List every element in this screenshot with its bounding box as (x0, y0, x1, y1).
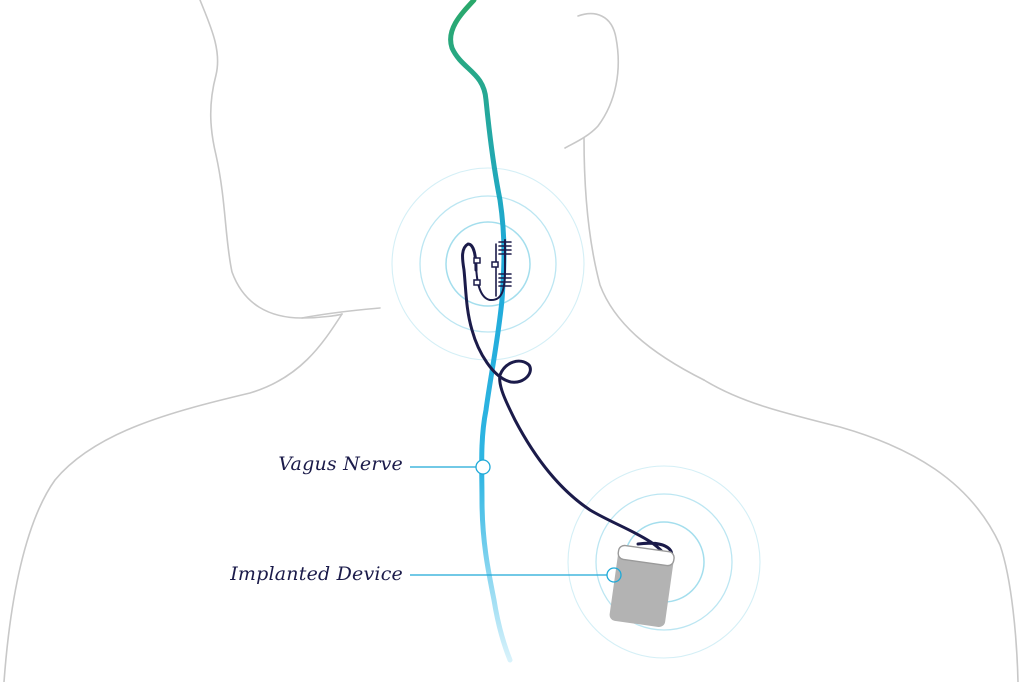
electrode-coil-bottom (498, 273, 512, 287)
device-ring-outer (567, 465, 761, 659)
cuff-electrode-icon (473, 239, 512, 302)
vagus-nerve-callout-dot (475, 459, 491, 475)
electrode-ring-inner (445, 221, 531, 307)
device-header (617, 544, 675, 567)
implanted-device-label: Implanted Device (230, 563, 403, 585)
implanted-device-callout-dot (606, 567, 622, 583)
electrode-ring-middle (419, 195, 557, 333)
callouts (410, 459, 622, 583)
body-outline (3, 0, 1019, 682)
device-ring-middle (595, 493, 733, 631)
vagus-nerve-label: Vagus Nerve (278, 453, 403, 475)
lead-wire (461, 242, 674, 564)
pulse-generator-icon (609, 544, 675, 628)
electrode-u-loop (475, 239, 506, 302)
ear-outline (564, 12, 619, 149)
electrode-contact-2 (473, 279, 481, 286)
electrode-pulse-rings (391, 167, 585, 361)
back-of-neck-outline (199, 0, 343, 319)
right-shoulder-outline (703, 379, 1019, 682)
electrode-ring-outer (391, 167, 585, 361)
left-shoulder-outline (3, 313, 343, 682)
electrode-contact-3 (491, 261, 499, 268)
electrode-contact-1 (473, 257, 481, 264)
electrode-coil-top (498, 241, 512, 255)
jaw-line-outline (301, 307, 381, 319)
device-body (609, 545, 675, 628)
vagus-nerve (448, 0, 513, 663)
front-of-neck-outline (583, 137, 705, 381)
